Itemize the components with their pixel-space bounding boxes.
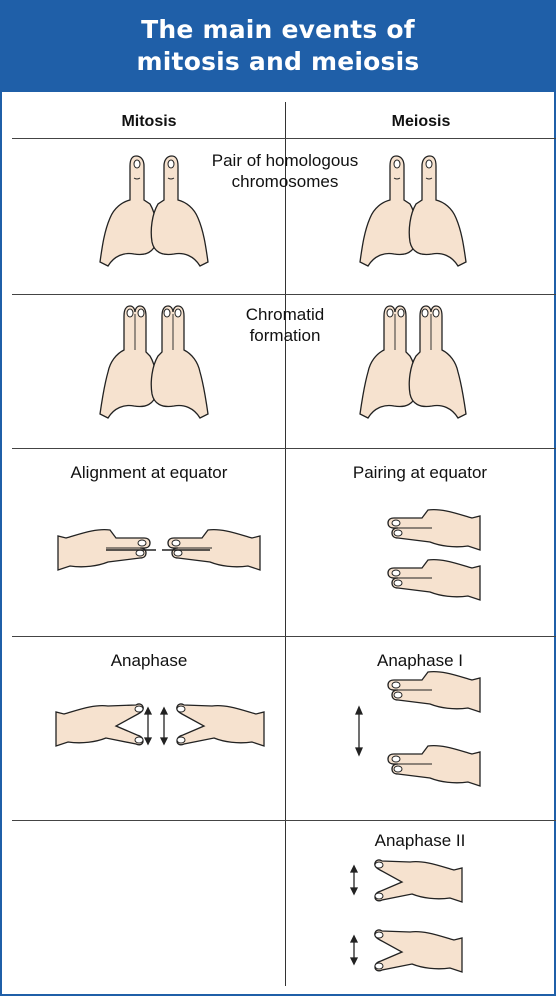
meiosis-arrow-anaphase1 (356, 707, 362, 755)
mitosis-hand-right-2 (151, 306, 208, 418)
meiosis-hand-pair-top (388, 510, 480, 550)
label-alignment-equator: Alignment at equator (14, 462, 284, 483)
label-anaphase-1: Anaphase I (286, 650, 554, 671)
meiosis-arrow-anaphase2-bottom (351, 936, 357, 964)
label-anaphase: Anaphase (14, 650, 284, 671)
mitosis-hand-anaphase-left (56, 704, 143, 746)
meiosis-arrow-anaphase2-top (351, 866, 357, 894)
meiosis-hand-right-1 (409, 156, 466, 266)
mitosis-arrow-left (145, 708, 151, 744)
label-homologous-line1: Pair of homologous (178, 150, 392, 171)
label-homologous-line2: chromosomes (178, 171, 392, 192)
label-chromatid-line2: formation (228, 325, 342, 346)
label-pairing-equator: Pairing at equator (286, 462, 554, 483)
mitosis-hand-left-1 (100, 156, 157, 266)
meiosis-hand-pair-bottom (388, 560, 480, 600)
meiosis-hand-right-2 (409, 306, 466, 418)
label-chromatid: Chromatid formation (228, 304, 342, 346)
meiosis-hand-anaphase1-bottom (388, 746, 480, 786)
label-chromatid-line1: Chromatid (228, 304, 342, 325)
label-homologous: Pair of homologous chromosomes (178, 150, 392, 192)
meiosis-hand-anaphase2-bottom (375, 930, 462, 972)
meiosis-hand-anaphase2-top (375, 860, 462, 902)
mitosis-hand-anaphase-right (177, 704, 264, 746)
mitosis-hand-left-2 (100, 306, 157, 418)
meiosis-hand-left-2 (360, 306, 417, 418)
meiosis-hand-anaphase1-top (388, 672, 480, 712)
label-anaphase-2: Anaphase II (286, 830, 554, 851)
mitosis-arrow-right (161, 708, 167, 744)
